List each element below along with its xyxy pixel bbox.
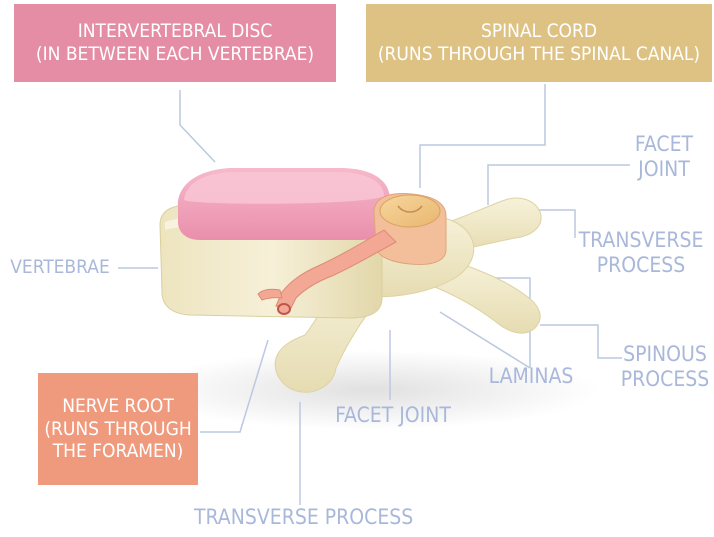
- nerve-root-subtitle-2: THE FORAMEN): [53, 440, 184, 463]
- intervertebral-disc-top: [184, 172, 384, 204]
- spinal-cord-title: SPINAL CORD: [481, 20, 597, 43]
- nerve-root-subtitle-1: (RUNS THROUGH: [44, 418, 191, 441]
- spinous-process-line2: PROCESS: [618, 367, 712, 392]
- spinous-process-label: SPINOUS PROCESS: [618, 342, 712, 392]
- facet-joint-top-line1: FACET: [622, 132, 706, 157]
- facet-joint-top-label: FACET JOINT: [622, 132, 706, 182]
- nerve-root-title: NERVE ROOT: [62, 395, 174, 418]
- laminas-label: LAMINAS: [486, 364, 576, 389]
- facet-joint-top-line2: JOINT: [622, 157, 706, 182]
- nerve-root-label: NERVE ROOT (RUNS THROUGH THE FORAMEN): [38, 373, 198, 485]
- transverse-process-right-line2: PROCESS: [574, 253, 708, 278]
- intervertebral-disc-title: INTERVERTEBRAL DISC: [78, 20, 273, 43]
- leader-spinous: [540, 325, 622, 358]
- intervertebral-disc-label: INTERVERTEBRAL DISC (IN BETWEEN EACH VER…: [14, 4, 336, 82]
- intervertebral-disc-subtitle: (IN BETWEEN EACH VERTEBRAE): [36, 43, 314, 66]
- vertebrae-label: VERTEBRAE: [4, 256, 116, 279]
- spinal-cord: [380, 195, 440, 227]
- transverse-process-bottom-label: TRANSVERSE PROCESS: [194, 505, 404, 530]
- nerve-root-end: [278, 304, 290, 314]
- transverse-process-right-label: TRANSVERSE PROCESS: [574, 228, 708, 278]
- spinal-cord-subtitle: (RUNS THROUGH THE SPINAL CANAL): [378, 43, 700, 66]
- leader-disc: [180, 90, 215, 162]
- facet-joint-bottom-label: FACET JOINT: [330, 403, 456, 428]
- spinous-process-line1: SPINOUS: [618, 342, 712, 367]
- spinal-cord-label: SPINAL CORD (RUNS THROUGH THE SPINAL CAN…: [366, 4, 712, 82]
- transverse-process-right-line1: TRANSVERSE: [574, 228, 708, 253]
- leader-spinal-cord: [420, 84, 545, 188]
